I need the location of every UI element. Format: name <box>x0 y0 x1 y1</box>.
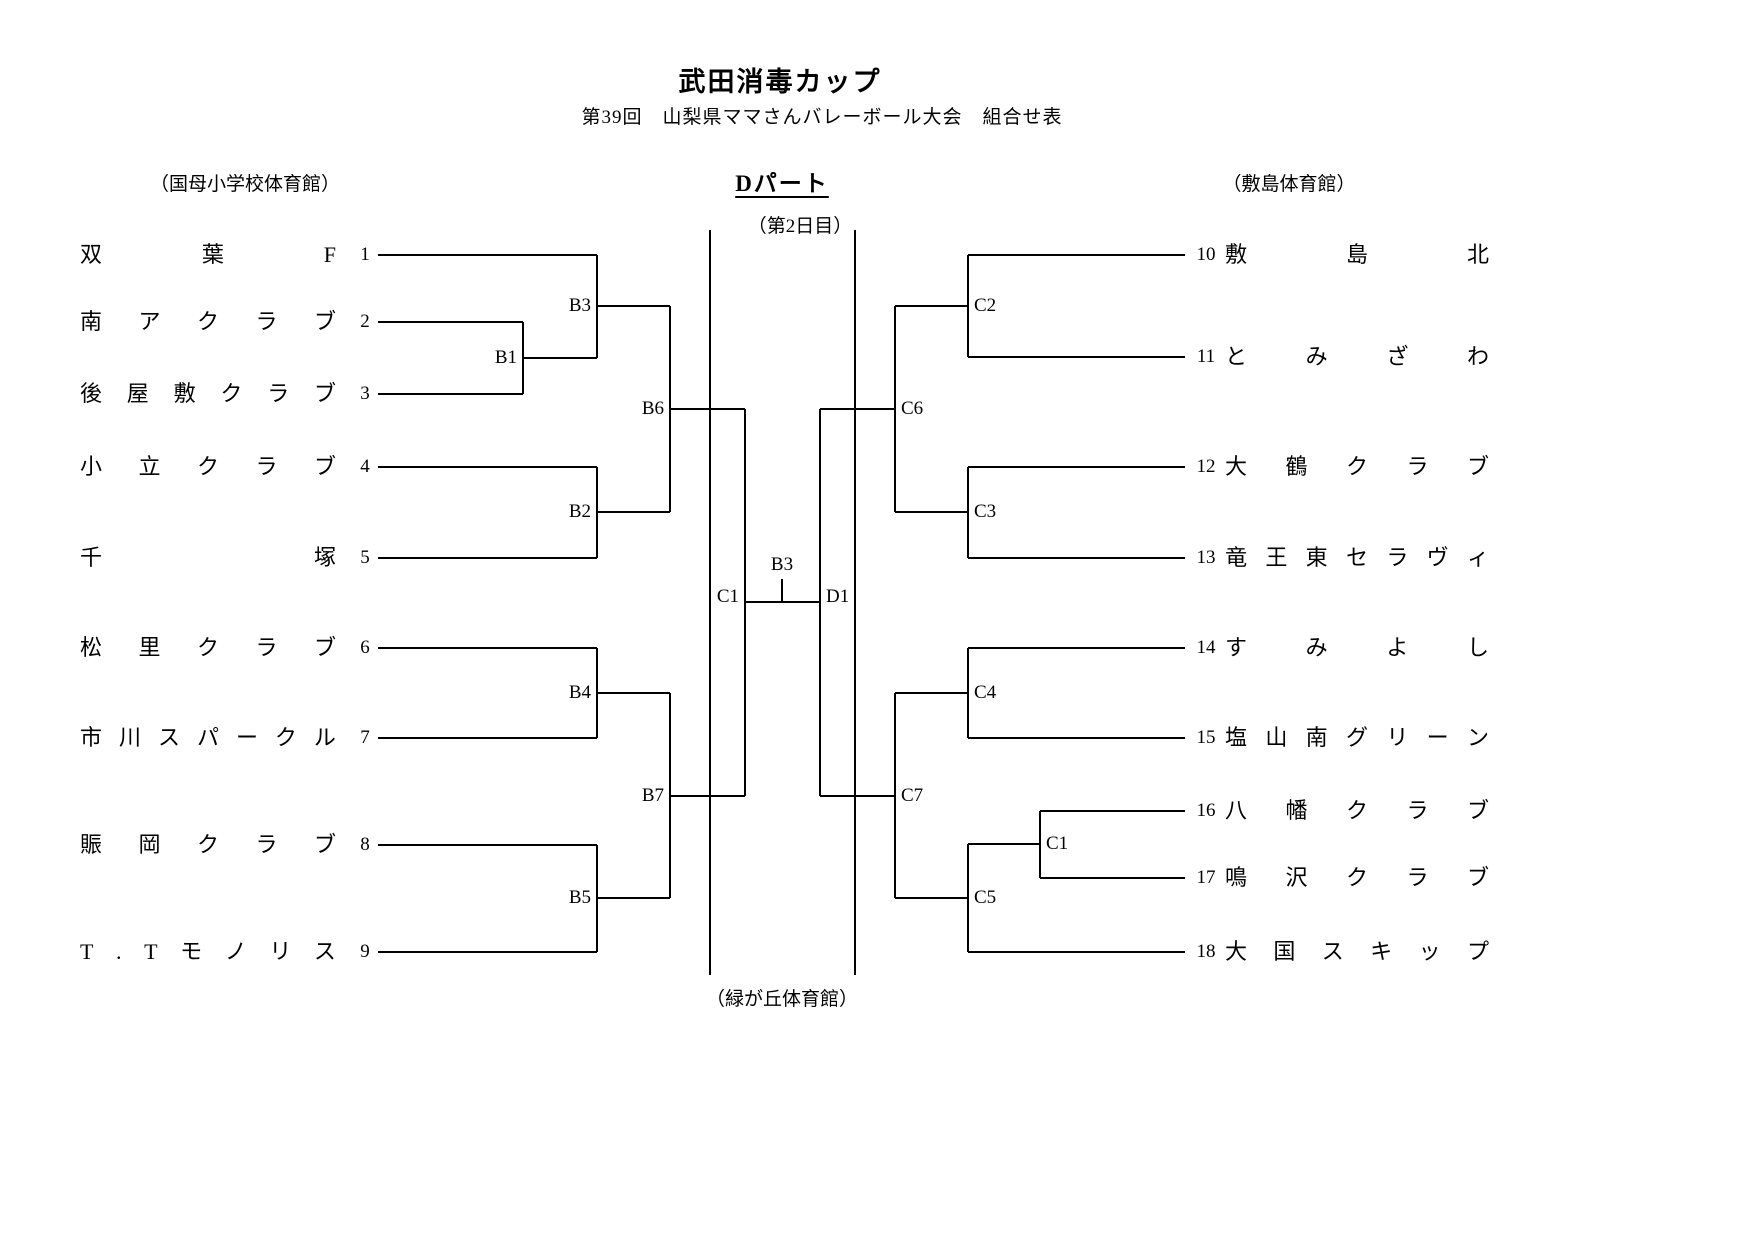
team-name-13: 竜王東セラヴィ <box>1225 545 1489 570</box>
match-label-c4: C4 <box>974 682 997 703</box>
team-seed-11: 11 <box>1196 346 1216 367</box>
venue-bottom: （緑が丘体育館） <box>705 989 859 1010</box>
team-seed-1: 1 <box>360 244 370 265</box>
part-title: Dパート <box>735 171 829 196</box>
team-seed-15: 15 <box>1196 727 1216 748</box>
page-title: 武田消毒カップ <box>678 67 882 97</box>
team-name-3: 後屋敷クラブ <box>80 381 336 406</box>
match-label-d1: D1 <box>826 586 850 607</box>
team-name-8: 賑岡クラブ <box>80 832 336 857</box>
team-seed-16: 16 <box>1196 800 1216 821</box>
team-name-18: 大国スキップ <box>1225 939 1489 964</box>
team-seed-13: 13 <box>1196 547 1216 568</box>
team-seed-12: 12 <box>1196 456 1216 477</box>
day-label: （第2日目） <box>747 216 853 237</box>
team-seed-4: 4 <box>360 456 370 477</box>
team-name-12: 大鶴クラブ <box>1225 454 1489 479</box>
team-seed-10: 10 <box>1196 244 1216 265</box>
team-seed-18: 18 <box>1196 941 1216 962</box>
team-name-4: 小立クラブ <box>80 454 336 479</box>
team-seed-14: 14 <box>1196 637 1216 658</box>
match-label-b5: B5 <box>568 887 591 908</box>
match-label-c2: C2 <box>974 295 997 316</box>
team-seed-6: 6 <box>360 637 370 658</box>
match-label-c7: C7 <box>901 785 924 806</box>
match-label-c3: C3 <box>974 501 997 522</box>
team-name-11: とみざわ <box>1225 344 1489 369</box>
match-label-b3: B3 <box>568 295 591 316</box>
team-seed-17: 17 <box>1196 867 1216 888</box>
team-seed-9: 9 <box>360 941 370 962</box>
team-name-5: 千塚 <box>80 545 336 570</box>
match-label-b2: B2 <box>568 501 591 522</box>
team-name-2: 南アクラブ <box>80 309 336 334</box>
match-label-b4: B4 <box>568 682 591 703</box>
venue-right: （敷島体育館） <box>1222 174 1356 195</box>
team-seed-7: 7 <box>360 727 370 748</box>
team-seed-2: 2 <box>360 311 370 332</box>
match-label-c1-left: C1 <box>716 586 739 607</box>
page-subtitle: 第39回 山梨県ママさんバレーボール大会 組合せ表 <box>581 107 1063 128</box>
venue-left: （国母小学校体育館） <box>149 174 341 195</box>
team-name-16: 八幡クラブ <box>1225 798 1489 823</box>
match-label-final: B3 <box>770 554 794 575</box>
team-name-6: 松里クラブ <box>80 635 336 660</box>
match-label-c1-right: C1 <box>1046 833 1069 854</box>
match-label-c6: C6 <box>901 398 924 419</box>
team-name-15: 塩山南グリーン <box>1225 725 1489 750</box>
team-seed-8: 8 <box>360 834 370 855</box>
team-name-14: すみよし <box>1225 635 1489 660</box>
team-seed-5: 5 <box>360 547 370 568</box>
match-label-b6: B6 <box>641 398 664 419</box>
team-name-10: 敷島北 <box>1225 242 1489 267</box>
match-label-b7: B7 <box>641 785 664 806</box>
team-seed-3: 3 <box>360 383 370 404</box>
team-name-7: 市川スパークル <box>80 725 336 750</box>
team-name-17: 鳴沢クラブ <box>1225 865 1489 890</box>
match-label-b1: B1 <box>494 347 517 368</box>
match-label-c5: C5 <box>974 887 997 908</box>
